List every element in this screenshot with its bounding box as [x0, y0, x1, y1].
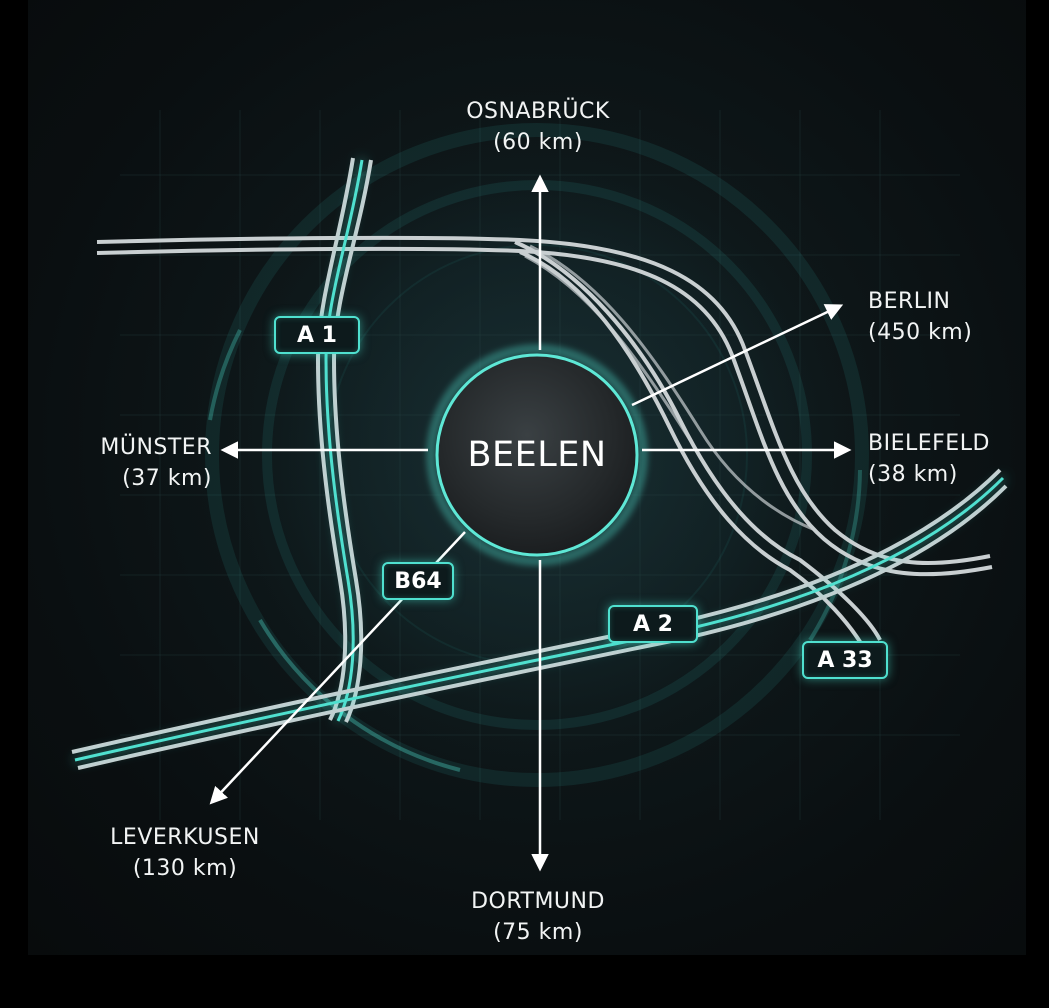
city-south-distance: (75 km): [493, 920, 583, 945]
center-city-label: BEELEN: [467, 435, 607, 475]
city-north: OSNABRÜCK (60 km): [428, 96, 648, 158]
city-south: DORTMUND (75 km): [428, 886, 648, 948]
city-east: BIELEFELD (38 km): [868, 428, 990, 490]
city-south-name: DORTMUND: [471, 889, 605, 914]
center-glow: [426, 344, 648, 566]
city-east-distance: (38 km): [868, 462, 958, 487]
city-north-distance: (60 km): [493, 130, 583, 155]
map-panel: BEELEN A 1 B64 A 2 A 33 OSNABRÜCK (60 km…: [28, 0, 1026, 955]
city-west-distance: (37 km): [122, 466, 212, 491]
city-southwest: LEVERKUSEN (130 km): [80, 822, 290, 884]
city-southwest-name: LEVERKUSEN: [110, 825, 260, 850]
road-badge-a1[interactable]: A 1: [274, 316, 360, 354]
road-a33: [514, 240, 882, 647]
city-north-name: OSNABRÜCK: [466, 99, 610, 124]
city-southwest-distance: (130 km): [132, 856, 238, 881]
city-west-name: MÜNSTER: [100, 435, 212, 460]
road-a1: [315, 157, 373, 723]
city-west: MÜNSTER (37 km): [48, 432, 212, 494]
city-northeast-distance: (450 km): [868, 320, 973, 345]
road-badge-a2[interactable]: A 2: [608, 605, 698, 643]
center-node: [435, 353, 639, 557]
map-canvas: [71, 95, 1008, 872]
road-badge-b64[interactable]: B64: [382, 562, 454, 600]
road-badge-a33[interactable]: A 33: [802, 641, 888, 679]
arrow-northeast: [631, 304, 844, 407]
city-northeast: BERLIN (450 km): [868, 286, 972, 348]
city-northeast-name: BERLIN: [868, 289, 951, 314]
city-east-name: BIELEFELD: [868, 431, 990, 456]
